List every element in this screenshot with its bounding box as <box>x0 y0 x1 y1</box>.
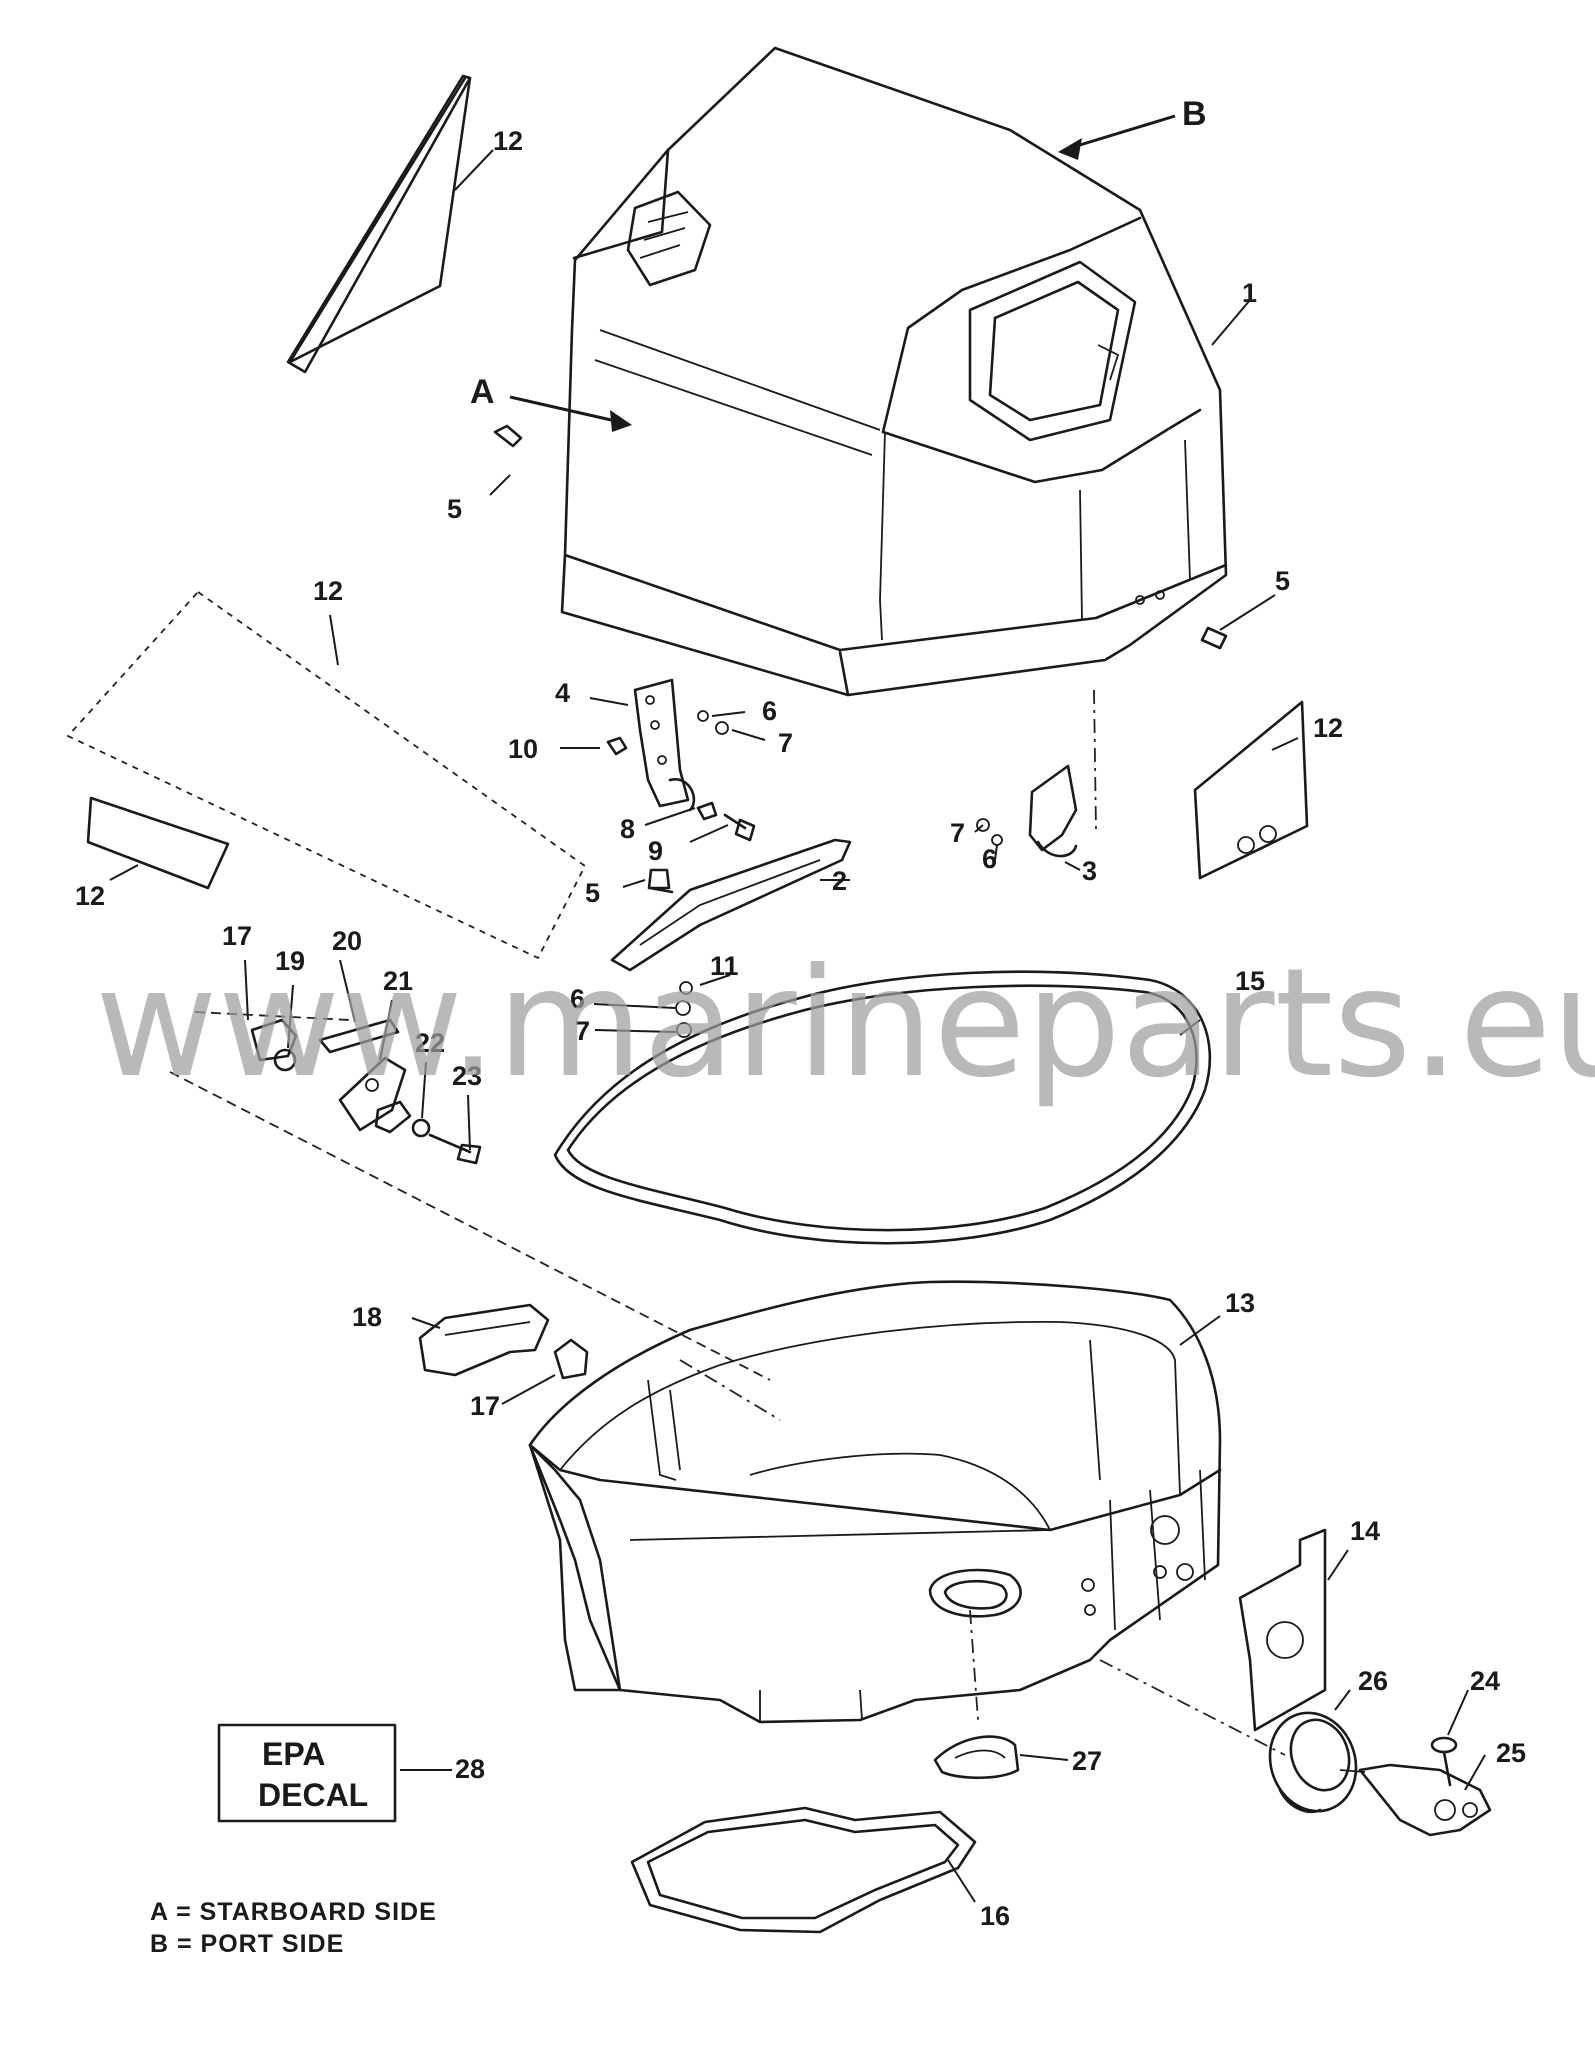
callout-8: 8 <box>620 814 635 844</box>
epa-decal-line2: DECAL <box>258 1777 368 1813</box>
callout-18: 18 <box>352 1302 382 1332</box>
screw-5-right <box>1200 626 1228 650</box>
upper-cowl-part-1 <box>560 46 1228 697</box>
grommet-part-26 <box>1268 1711 1358 1814</box>
callout-5: 5 <box>585 878 600 908</box>
cowl-seal-part-15 <box>553 970 1212 1245</box>
callout-7: 7 <box>778 728 793 758</box>
lower-cowl-part-13 <box>528 1280 1286 1756</box>
screw-9 <box>723 813 756 842</box>
callout-10: 10 <box>508 734 538 764</box>
arrow-b <box>1058 114 1176 160</box>
callout-24: 24 <box>1470 1666 1500 1696</box>
callout-23: 23 <box>452 1061 482 1091</box>
callout-17: 17 <box>470 1391 500 1421</box>
bushing-part-17-lower <box>553 1338 589 1380</box>
fitting-part-25 <box>1339 1763 1492 1837</box>
leader-lines <box>109 149 1486 1903</box>
washer-22 <box>411 1118 431 1138</box>
side-legend: A = STARBOARD SIDE B = PORT SIDE <box>150 1898 437 1958</box>
callout-2: 2 <box>832 866 847 896</box>
callout-22: 22 <box>415 1028 445 1058</box>
callout-7: 7 <box>950 818 965 848</box>
washer-6 <box>697 710 709 722</box>
washer-8 <box>696 801 718 821</box>
callout-5: 5 <box>447 494 462 524</box>
decal-12-long <box>66 590 587 960</box>
callout-7: 7 <box>575 1016 590 1046</box>
callout-27: 27 <box>1072 1746 1102 1776</box>
washer-19 <box>273 1048 297 1072</box>
washer-21b <box>374 1100 412 1134</box>
plug-part-27 <box>933 1735 1020 1780</box>
small-fasteners <box>493 424 1228 1038</box>
callout-b: B <box>1182 95 1207 133</box>
callout-20: 20 <box>332 926 362 956</box>
pin-20 <box>318 1018 400 1054</box>
callout-11: 11 <box>710 951 739 981</box>
callout-25: 25 <box>1496 1738 1526 1768</box>
screw-5-upper <box>493 424 523 448</box>
callout-17: 17 <box>222 921 252 951</box>
decal-12-upper-left <box>286 74 472 374</box>
callout-4: 4 <box>555 678 570 708</box>
callout-21: 21 <box>383 966 413 996</box>
callout-12: 12 <box>493 126 523 156</box>
watermark: www.marineparts.eu <box>95 937 1595 1111</box>
hinge-part-18 <box>418 1303 550 1377</box>
nut-10 <box>606 736 628 756</box>
callout-6: 6 <box>762 696 777 726</box>
callout-9: 9 <box>648 836 663 866</box>
callout-19: 19 <box>275 946 305 976</box>
nut-7-right <box>976 818 990 832</box>
bracket-part-4 <box>633 678 696 812</box>
washer-11 <box>679 981 693 995</box>
callout-28: 28 <box>455 1754 485 1784</box>
decal-12-small <box>86 796 230 890</box>
callout-12: 12 <box>75 881 105 911</box>
washer-6-lower <box>675 1000 691 1016</box>
decal-12-right <box>1193 700 1309 880</box>
callout-labels: 12 B 1 A 5 5 12 4 6 7 10 12 8 9 7 6 3 2 … <box>75 95 1526 1931</box>
callout-1: 1 <box>1242 278 1257 308</box>
callout-12: 12 <box>1313 713 1343 743</box>
callout-26: 26 <box>1358 1666 1388 1696</box>
screw-part-24 <box>1430 1736 1458 1787</box>
hinge-21 <box>338 1056 407 1132</box>
callout-3: 3 <box>1082 856 1097 886</box>
callout-6: 6 <box>570 984 585 1014</box>
nut-7 <box>715 721 729 735</box>
callout-12: 12 <box>313 576 343 606</box>
legend-starboard: A = STARBOARD SIDE <box>150 1898 437 1926</box>
gasket-part-16 <box>630 1806 977 1934</box>
callout-15: 15 <box>1235 966 1265 996</box>
hinge-parts-17-23 <box>169 1011 771 1381</box>
callout-16: 16 <box>980 1901 1010 1931</box>
bushing-17 <box>250 1018 298 1062</box>
callout-13: 13 <box>1225 1288 1255 1318</box>
nut-7-lower <box>676 1022 692 1038</box>
arrow-a <box>509 395 632 432</box>
plate-part-14 <box>1238 1528 1327 1732</box>
bracket-part-3 <box>1028 689 1097 858</box>
callout-5: 5 <box>1275 566 1290 596</box>
epa-decal-line1: EPA <box>262 1736 325 1772</box>
legend-port: B = PORT SIDE <box>150 1930 344 1958</box>
callout-6: 6 <box>982 844 997 874</box>
callout-14: 14 <box>1350 1516 1380 1546</box>
epa-decal-part-28: EPA DECAL <box>217 1723 397 1823</box>
callout-a: A <box>470 373 495 411</box>
screw-5-lower <box>647 868 674 894</box>
screw-23 <box>428 1133 482 1165</box>
latch-bar-part-2 <box>610 838 852 972</box>
